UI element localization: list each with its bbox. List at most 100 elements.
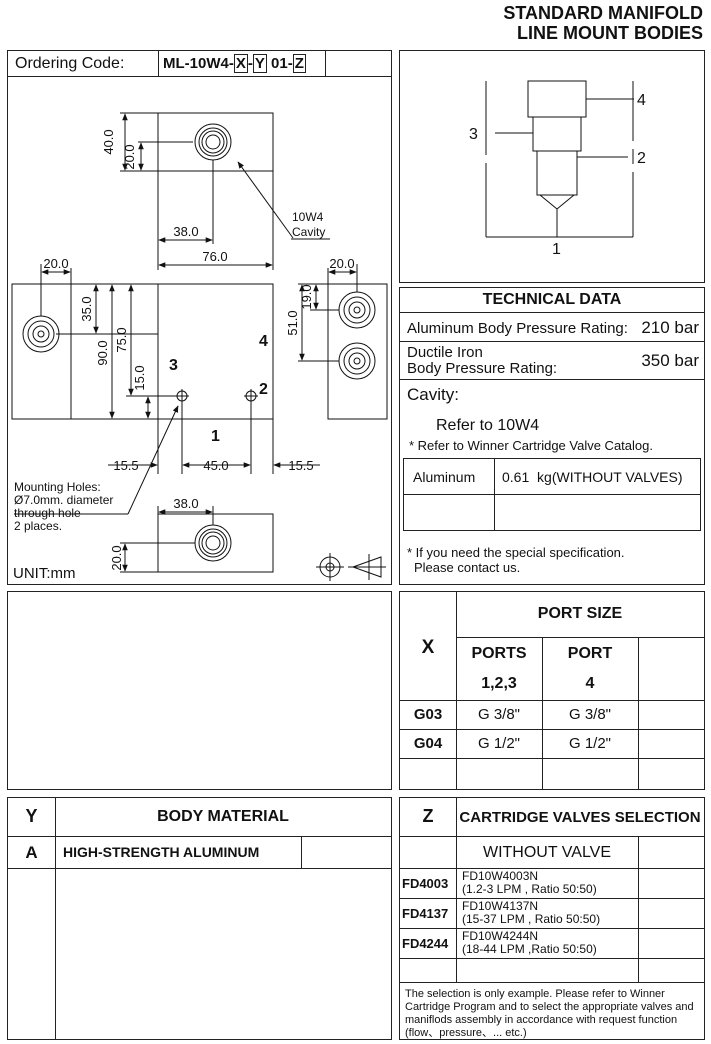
ordering-code-value: ML-10W4-X-Y 01-Z <box>158 51 326 76</box>
ductile-pressure-value: 350 bar <box>641 351 699 370</box>
port-size-x-label: X <box>421 637 435 658</box>
dim-35: 35.0 <box>79 296 94 321</box>
special-note-1: * If you need the special specification. <box>407 545 625 560</box>
body-material-y-label: Y <box>25 806 38 826</box>
dim-20d: 20.0 <box>109 545 124 570</box>
drawing-panel: Ordering Code: ML-10W4-X-Y 01-Z <box>7 50 392 585</box>
body-material-header: BODY MATERIAL <box>157 808 289 825</box>
dim-45: 45.0 <box>203 458 228 473</box>
cartridge-row-fd4244: FD4244 FD10W4244N (18-44 LPM ,Ratio 50:5… <box>400 928 704 958</box>
cartridge-code: FD4137 <box>402 906 449 921</box>
cavity-reference: Refer to 10W4 <box>436 417 540 434</box>
port-size-p4: G 1/2" <box>568 735 611 752</box>
technical-data-header: TECHNICAL DATA <box>400 288 704 313</box>
ordering-y: Y <box>252 54 267 73</box>
port-size-header: PORT SIZE <box>537 605 623 622</box>
cartridge-header: CARTRIDGE VALVES SELECTION <box>459 809 701 826</box>
ductile-label-1: Ductile Iron <box>407 344 483 361</box>
port-size-p123: G 3/8" <box>477 706 520 723</box>
port-size-col1-sub: 1,2,3 <box>481 675 517 692</box>
port-size-p4: G 3/8" <box>568 706 611 723</box>
port-label-3: 3 <box>169 357 178 374</box>
dim-51: 51.0 <box>285 310 300 335</box>
manifold-drawing: 40.0 20.0 38.0 76.0 10W4 Cavity 20.0 20.… <box>11 112 388 582</box>
ordering-x: X <box>233 54 248 73</box>
cartridge-without: WITHOUT VALVE <box>482 844 611 861</box>
cartridge-spec: (1.2-3 LPM , Ratio 50:50) <box>462 882 597 896</box>
body-material-name: HIGH-STRENGTH ALUMINUM <box>63 844 260 860</box>
mounting-note-4: 2 places. <box>14 519 62 533</box>
port-size-col2: PORT <box>567 645 613 662</box>
cartridge-name: FD10W4244N <box>462 929 539 943</box>
cavity-leader <box>237 161 294 239</box>
port-size-code: G04 <box>413 735 443 752</box>
mounting-note-3: through hole <box>14 506 81 520</box>
port-size-panel: X PORT SIZE PORTS PORT 1,2,3 4 G03 G 3/8… <box>399 591 705 790</box>
mounting-note-1: Mounting Holes: <box>14 480 101 494</box>
weight-row: Aluminum 0.61 kg(WITHOUT VALVES) <box>404 459 700 495</box>
cartridge-row-fd4137: FD4137 FD10W4137N (15-37 LPM , Ratio 50:… <box>400 898 704 928</box>
dim-19: 19.0 <box>299 284 314 309</box>
cartridge-name: FD10W4003N <box>462 869 539 883</box>
cartridge-code: FD4244 <box>402 936 449 951</box>
cartridge-name: FD10W4137N <box>462 899 539 913</box>
cartridge-body-mid <box>532 116 582 152</box>
schematic-port-1: 1 <box>552 241 561 258</box>
dim-76: 76.0 <box>202 249 227 264</box>
unit-label: UNIT:mm <box>13 565 76 582</box>
ductile-label-2: Body Pressure Rating: <box>407 360 558 377</box>
port-size-p123: G 1/2" <box>477 735 520 752</box>
weight-material: Aluminum <box>413 469 476 485</box>
port-size-code: G03 <box>413 706 443 723</box>
dim-38b: 38.0 <box>173 496 198 511</box>
body-material-panel: Y BODY MATERIAL A HIGH-STRENGTH ALUMINUM <box>7 797 392 1040</box>
ordering-code-label: Ordering Code: <box>15 55 125 72</box>
alu-pressure-row: Aluminum Body Pressure Rating: 210 bar <box>400 313 704 342</box>
cavity-catalog-note: * Refer to Winner Cartridge Valve Catalo… <box>409 438 653 453</box>
port-size-col2-sub: 4 <box>585 675 595 692</box>
cartridge-row-fd4003: FD4003 FD10W4003N (1.2-3 LPM , Ratio 50:… <box>400 868 704 898</box>
schematic-port-3: 3 <box>469 126 478 143</box>
page-title: STANDARD MANIFOLD LINE MOUNT BODIES <box>503 3 703 43</box>
dim-15: 15.0 <box>132 365 147 390</box>
title-line1: STANDARD MANIFOLD <box>503 3 703 23</box>
schematic-port-4: 4 <box>637 92 646 109</box>
mounting-note-2: Ø7.0mm. diameter <box>14 493 113 507</box>
ductile-pressure-row: Ductile Iron Body Pressure Rating: 350 b… <box>400 342 704 380</box>
cartridge-panel: Z CARTRIDGE VALVES SELECTION WITHOUT VAL… <box>399 797 705 1040</box>
body-material-code: A <box>25 843 38 862</box>
alu-pressure-value: 210 bar <box>641 318 699 337</box>
port-label-2: 2 <box>259 381 268 398</box>
cartridge-code: FD4003 <box>402 876 449 891</box>
body-material-row: A HIGH-STRENGTH ALUMINUM <box>8 836 391 868</box>
port-size-row-g04: G04 G 1/2" G 1/2" <box>400 729 704 758</box>
dim-20b: 20.0 <box>43 256 68 271</box>
alu-pressure-label: Aluminum Body Pressure Rating: <box>407 320 628 337</box>
projection-symbol <box>316 553 386 581</box>
port-label-4: 4 <box>259 333 268 350</box>
mount-leader <box>127 405 179 515</box>
special-note-2: Please contact us. <box>414 560 521 575</box>
dim-90: 90.0 <box>95 340 110 365</box>
technical-data-panel: TECHNICAL DATA Aluminum Body Pressure Ra… <box>399 287 705 585</box>
empty-panel <box>7 591 392 790</box>
ordering-code-row: Ordering Code: ML-10W4-X-Y 01-Z <box>8 51 391 77</box>
cartridge-body-top <box>527 80 587 118</box>
weight-value: 0.61 kg(WITHOUT VALVES) <box>502 469 683 485</box>
dim-20a: 20.0 <box>122 144 137 169</box>
cavity-note-1: 10W4 <box>292 210 324 224</box>
dim-75: 75.0 <box>114 327 129 352</box>
schematic-port-2: 2 <box>637 150 646 167</box>
title-line2: LINE MOUNT BODIES <box>516 23 703 43</box>
port-size-row-g03: G03 G 3/8" G 3/8" <box>400 700 704 729</box>
dim-155b: 15.5 <box>288 458 313 473</box>
dim-20c: 20.0 <box>329 256 354 271</box>
port-label-1: 1 <box>211 428 220 445</box>
cartridge-body-low <box>536 150 578 196</box>
cartridge-spec: (15-37 LPM , Ratio 50:50) <box>462 912 601 926</box>
cavity-label: Cavity: <box>407 385 459 404</box>
weight-table: Aluminum 0.61 kg(WITHOUT VALVES) <box>403 458 701 531</box>
dim-40: 40.0 <box>101 129 116 154</box>
cartridge-spec: (18-44 LPM ,Ratio 50:50) <box>462 942 597 956</box>
dim-38a: 38.0 <box>173 224 198 239</box>
